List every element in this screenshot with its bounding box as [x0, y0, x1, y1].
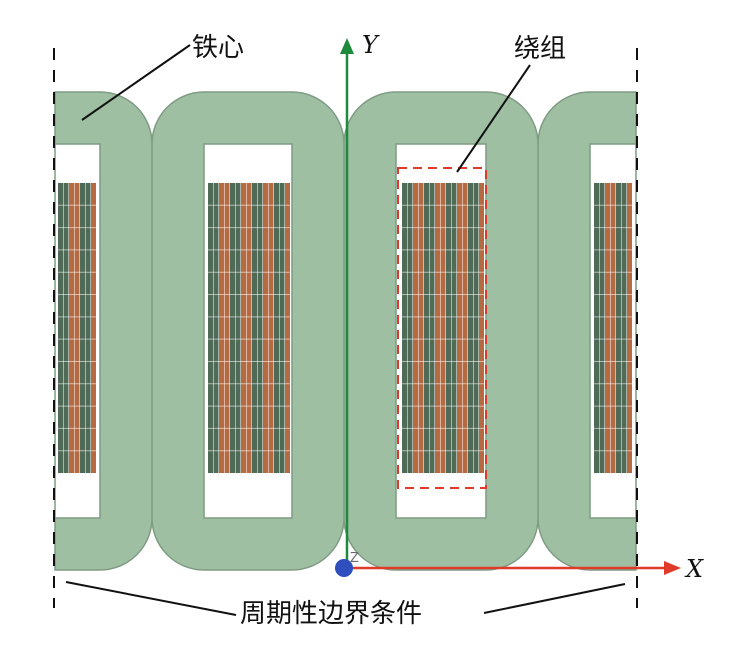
winding-strand	[285, 183, 290, 473]
core-leader-line	[81, 44, 191, 121]
y-axis	[340, 38, 354, 563]
winding-group-window-1	[208, 183, 290, 473]
winding-highlight-box	[397, 167, 487, 489]
winding-leader-line	[456, 64, 531, 173]
boundary-leader-right	[483, 583, 626, 614]
winding-group-window-2	[402, 183, 484, 473]
winding-strand	[208, 183, 213, 473]
winding-strand	[58, 183, 63, 473]
winding-strand	[621, 183, 627, 473]
winding-strand	[263, 183, 268, 473]
winding-strand	[446, 183, 451, 473]
winding-label: 绕组	[514, 34, 566, 64]
x-axis-label: X	[684, 555, 704, 583]
winding-strand	[451, 183, 457, 473]
winding-group-right-partial	[594, 183, 634, 473]
winding-strand	[418, 183, 424, 473]
boundary-leader-left	[65, 581, 237, 616]
winding-strand	[424, 183, 429, 473]
winding-strand	[594, 183, 599, 473]
winding-strand	[235, 183, 241, 473]
winding-strand	[252, 183, 257, 473]
winding-strand	[268, 183, 274, 473]
windings	[58, 183, 634, 473]
winding-strand	[610, 183, 616, 473]
x-axis	[347, 561, 681, 575]
winding-strand	[230, 183, 235, 473]
winding-group-left-partial	[58, 183, 98, 473]
winding-strand	[80, 183, 85, 473]
winding-strand	[473, 183, 479, 473]
winding-strand	[219, 183, 224, 473]
winding-strand	[63, 183, 69, 473]
winding-strand	[91, 183, 96, 473]
boundary-label: 周期性边界条件	[240, 599, 422, 629]
winding-strand	[435, 183, 440, 473]
z-axis-label: Z	[350, 551, 359, 566]
winding-strand	[241, 183, 246, 473]
winding-strand	[69, 183, 74, 473]
winding-strand	[413, 183, 418, 473]
z-origin-marker	[335, 559, 353, 577]
winding-strand	[479, 183, 484, 473]
winding-strand	[257, 183, 263, 473]
winding-strand	[440, 183, 446, 473]
winding-strand	[457, 183, 462, 473]
winding-strand	[85, 183, 91, 473]
winding-strand	[279, 183, 285, 473]
core-shape	[54, 91, 637, 571]
y-axis-label: Y	[362, 31, 380, 59]
winding-strand	[224, 183, 230, 473]
iron-core	[54, 91, 637, 571]
winding-strand	[74, 183, 80, 473]
winding-strand	[462, 183, 468, 473]
winding-strand	[246, 183, 252, 473]
winding-strand	[407, 183, 413, 473]
winding-strand	[213, 183, 219, 473]
core-label: 铁心	[192, 33, 244, 63]
winding-strand	[599, 183, 605, 473]
winding-strand	[616, 183, 621, 473]
winding-strand	[468, 183, 473, 473]
winding-strand	[402, 183, 407, 473]
winding-strand	[274, 183, 279, 473]
winding-strand	[429, 183, 435, 473]
winding-strand	[605, 183, 610, 473]
winding-strand	[627, 183, 632, 473]
